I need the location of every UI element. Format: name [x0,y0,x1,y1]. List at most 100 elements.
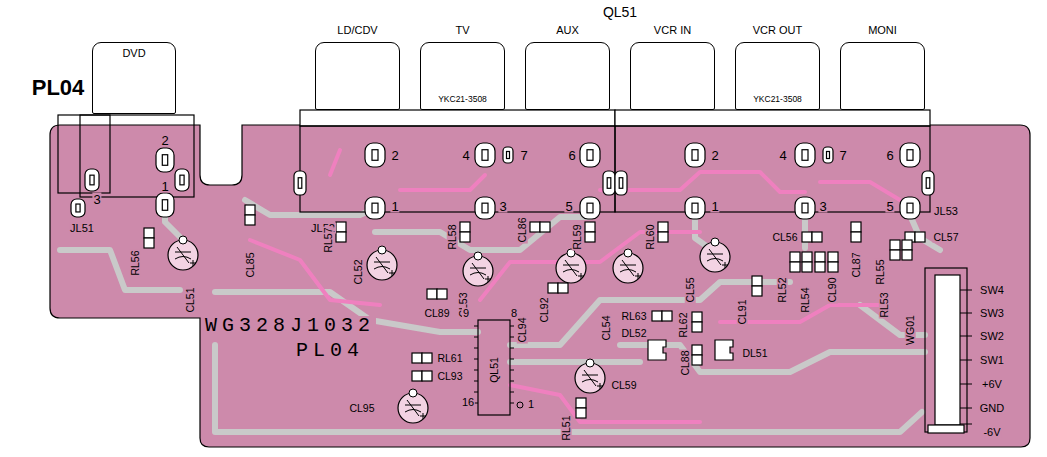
smd-pad [245,205,255,215]
copper-trace [250,240,380,305]
pad-hole [76,204,80,212]
ic-pin [510,392,514,393]
ic-pin [510,337,514,338]
smd-pad [412,353,422,363]
part-reference: RL51 [561,414,572,441]
solder-pad [365,197,385,219]
part-reference: CL55 [685,276,696,303]
smd-pad [662,311,672,321]
copper-trace [375,217,590,250]
smd-pad [692,345,702,355]
part-reference: CL59 [610,380,637,391]
jack-base [615,110,930,126]
capacitor-lead [409,389,417,397]
smd-pad [336,222,346,232]
smd-pad [790,262,800,272]
smd-pad [576,398,586,408]
part-reference: CL89 [423,308,450,319]
jack-housing: AUX [525,42,610,110]
pin-number: JL51 [69,223,95,234]
smd-pad [437,289,447,299]
smd-pad [412,371,422,381]
pin-number: 2 [160,134,169,147]
connector-body [935,275,960,425]
pcb-board [50,125,1030,447]
part-reference: CL86 [517,216,528,243]
smd-pad [576,408,586,418]
solder-pad [795,197,815,219]
copper-trace [245,200,375,215]
ic-pin [474,392,478,393]
pad-hole [907,150,913,161]
part-reference: WG01 [905,314,916,346]
capacitor-lead [474,252,482,260]
copper-trace [600,172,805,192]
pin-number: 7 [519,149,528,162]
smd-pad [790,252,800,262]
smd-pad [540,222,550,232]
part-reference: RL57 [323,226,334,253]
jack-outline [615,126,930,212]
smd-pad [802,232,812,242]
signal-name: SW2 [979,331,1005,342]
part-reference: DL51 [741,348,768,359]
connector-pin [960,424,972,425]
pad-hole [692,203,698,213]
copper-trace [480,232,700,300]
board-name: PL04 [31,77,86,99]
smd-pad [585,222,595,232]
capacitor-symbol [707,249,728,268]
part-reference: QL51 [489,356,500,384]
solder-pad [615,171,627,195]
part-reference: RL56 [130,249,141,276]
pad-hole [507,151,510,158]
jack-housing: LD/CDV [315,42,400,110]
jack-base [300,110,615,126]
pin-number: 3 [818,200,827,213]
pin-number: JL53 [933,206,959,217]
diode-package [648,340,666,360]
capacitor-lead [711,238,719,246]
solder-pad [156,193,174,217]
part-reference: CL85 [245,251,256,278]
pin-number: 1 [390,200,399,213]
jack-housing: TVYKC21-3508 [420,42,505,110]
part-reference: RL52 [777,276,788,303]
pin-number: 1 [527,399,535,410]
pin1-marker [517,402,523,408]
board-name: WG328J1032 [204,316,376,336]
smd-pad [828,252,838,262]
capacitor-symbol [175,247,196,266]
capacitor-symbol [582,370,603,389]
smd-pad [812,232,822,242]
solder-pad [580,143,600,167]
pad-hole [482,203,488,213]
capacitor-symbol [620,260,641,279]
smd-pad [422,353,432,363]
ic-pin [474,370,478,371]
part-reference: CL87 [851,251,862,278]
part-reference: RL54 [800,286,811,313]
jack-housing: VCR OUTYKC21-3508 [735,42,820,110]
pad-hole [619,178,623,189]
jack-label: DVD [122,48,145,59]
smd-pad [460,222,470,232]
solder-pad [603,171,615,195]
pad-hole [607,178,611,189]
jack-housing: MONI [840,42,925,110]
smd-pad [692,312,702,322]
smd-pad [658,232,668,242]
ic-pin [474,348,478,349]
jack-label: LD/CDV [337,25,377,36]
smd-pad [902,240,912,250]
pad-hole [926,178,930,189]
smd-pad [692,355,702,365]
signal-name: SW4 [979,285,1005,296]
solder-pad [365,143,385,167]
smd-pad [692,322,702,332]
capacitor-lead [586,359,594,367]
part-reference: RL55 [875,258,886,285]
part-reference: CL56 [771,232,798,243]
ic-pin [474,326,478,327]
copper-trace [510,282,790,345]
